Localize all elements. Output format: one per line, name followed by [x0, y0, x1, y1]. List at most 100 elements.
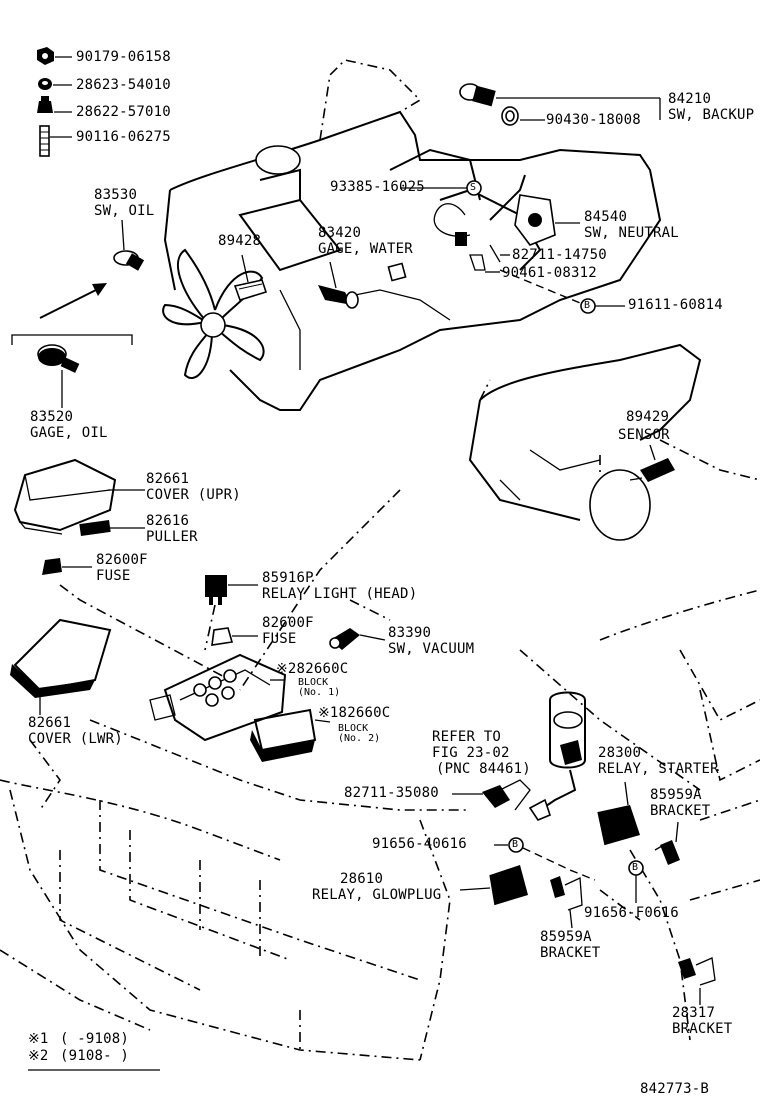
cover-upper-icon	[13, 458, 117, 535]
transmission-illustration	[468, 343, 760, 541]
label-82600f-a-name: FUSE	[96, 568, 131, 584]
label-82616-num: 82616	[146, 513, 190, 529]
label-85916p-num: 85916P	[262, 570, 314, 586]
water-gage-icon	[318, 285, 359, 309]
label-83420-name: GAGE, WATER	[318, 241, 413, 257]
label-84210-name: SW, BACKUP	[668, 107, 755, 123]
bracket-icon	[654, 840, 680, 865]
arrow-icon	[39, 283, 107, 319]
label-82661-lwr-name: COVER (LWR)	[28, 731, 123, 747]
starter-relay-icon	[597, 805, 640, 846]
relay-head-icon	[205, 575, 227, 605]
fuse-2-icon	[211, 627, 234, 646]
label-85916p-name: RELAY LIGHT (HEAD)	[262, 586, 418, 602]
label-82600f-b-name: FUSE	[262, 631, 297, 647]
label-91611-60814: 91611-60814	[628, 297, 723, 313]
label-91656-40616: 91656-40616	[372, 836, 467, 852]
label-90179-06158: 90179-06158	[76, 49, 171, 65]
label-83390-name: SW, VACUUM	[388, 641, 475, 657]
nut-icon	[37, 47, 54, 65]
label-82660c-no1-name: BLOCK	[298, 677, 329, 688]
glowplug-relay-icon	[489, 865, 528, 906]
label-90461-08312: 90461-08312	[502, 265, 597, 281]
label-82661-upr-name: COVER (UPR)	[146, 487, 241, 503]
sensor-89428-icon	[233, 254, 268, 301]
label-82616-name: PULLER	[146, 529, 198, 545]
label-90116-06275: 90116-06275	[76, 129, 171, 145]
label-28300-num: 28300	[598, 745, 642, 761]
label-91656-f0616: 91656-F0616	[584, 905, 679, 921]
marker-b-1: B	[584, 300, 591, 311]
label-82711-14750: 82711-14750	[512, 247, 607, 263]
label-84540-name: SW, NEUTRAL	[584, 225, 679, 241]
label-85959a-bottom-name: BRACKET	[540, 945, 601, 961]
label-89429-num: 89429	[626, 409, 670, 425]
label-89428: 89428	[218, 233, 262, 249]
oil-gage-icon	[37, 344, 80, 373]
figure-id: 842773-B	[640, 1081, 710, 1097]
label-28300-name: RELAY, STARTER	[598, 761, 719, 777]
label-82660c-no2-num: ※182660C	[318, 705, 391, 721]
fan-icon	[162, 248, 265, 380]
label-90430-18008: 90430-18008	[546, 112, 641, 128]
puller-icon	[79, 519, 111, 537]
spacer-icon	[37, 96, 53, 113]
speed-sensor-icon	[629, 458, 675, 482]
starter-relay-assembly-icon	[528, 691, 586, 821]
label-83390-num: 83390	[388, 625, 432, 641]
label-82660c-no2-name: BLOCK	[338, 723, 369, 734]
label-82660c-no1-sub: (No. 1)	[298, 687, 341, 698]
note-2-range: (9108- )	[60, 1048, 130, 1064]
label-28622-57010: 28622-57010	[76, 104, 171, 120]
block-no2-icon	[250, 708, 317, 762]
label-89429-name: SENSOR	[618, 427, 670, 443]
vehicle-front-illustration	[0, 589, 760, 1061]
engine-illustration	[163, 59, 662, 411]
label-82660c-no1-num: ※282660C	[276, 661, 349, 677]
bracket-3-icon	[678, 957, 716, 986]
label-85959a-right-name: BRACKET	[650, 803, 711, 819]
b-marker-2-icon	[508, 837, 524, 853]
label-83520-name: GAGE, OIL	[30, 425, 108, 441]
label-82711-35080: 82711-35080	[344, 785, 439, 801]
label-83520-num: 83520	[30, 409, 74, 425]
label-85959a-right-num: 85959A	[650, 787, 702, 803]
label-refer-line2: FIG 23-02	[432, 745, 510, 761]
label-82600f-a-num: 82600F	[96, 552, 148, 568]
note-1-mark: ※1	[28, 1031, 49, 1047]
marker-b-2: B	[512, 839, 519, 850]
label-28610-num: 28610	[340, 871, 384, 887]
junction-block-icon	[149, 653, 287, 742]
label-83530-num: 83530	[94, 187, 138, 203]
note-1-range: ( -9108)	[60, 1031, 130, 1047]
grommet-icon	[38, 78, 52, 90]
label-82661-lwr-num: 82661	[28, 715, 72, 731]
fuse-icon	[42, 558, 62, 575]
label-83420-num: 83420	[318, 225, 362, 241]
note-2-mark: ※2	[28, 1048, 49, 1064]
label-82600f-b-num: 82600F	[262, 615, 314, 631]
marker-s: S	[470, 182, 477, 193]
connector-icon	[482, 779, 531, 811]
stud-bolt-icon	[39, 125, 50, 157]
label-28317-num: 28317	[672, 1005, 716, 1021]
label-28623-54010: 28623-54010	[76, 77, 171, 93]
plug-icon	[387, 262, 407, 282]
label-84210-num: 84210	[668, 91, 712, 107]
oil-switch-icon	[113, 250, 145, 271]
label-refer-line1: REFER TO	[432, 729, 502, 745]
label-83530-name: SW, OIL	[94, 203, 155, 219]
label-85959a-bottom-num: 85959A	[540, 929, 592, 945]
neutral-switch-icon	[433, 174, 556, 271]
label-84540-num: 84540	[584, 209, 628, 225]
label-82661-upr-num: 82661	[146, 471, 190, 487]
label-28610-name: RELAY, GLOWPLUG	[312, 887, 442, 903]
backup-switch-icon	[459, 83, 519, 126]
bracket-2-icon	[550, 876, 583, 911]
cover-lower-icon	[10, 618, 112, 698]
label-refer-line3: (PNC 84461)	[436, 761, 531, 777]
label-28317-name: BRACKET	[672, 1021, 733, 1037]
vacuum-switch-icon	[329, 628, 360, 650]
